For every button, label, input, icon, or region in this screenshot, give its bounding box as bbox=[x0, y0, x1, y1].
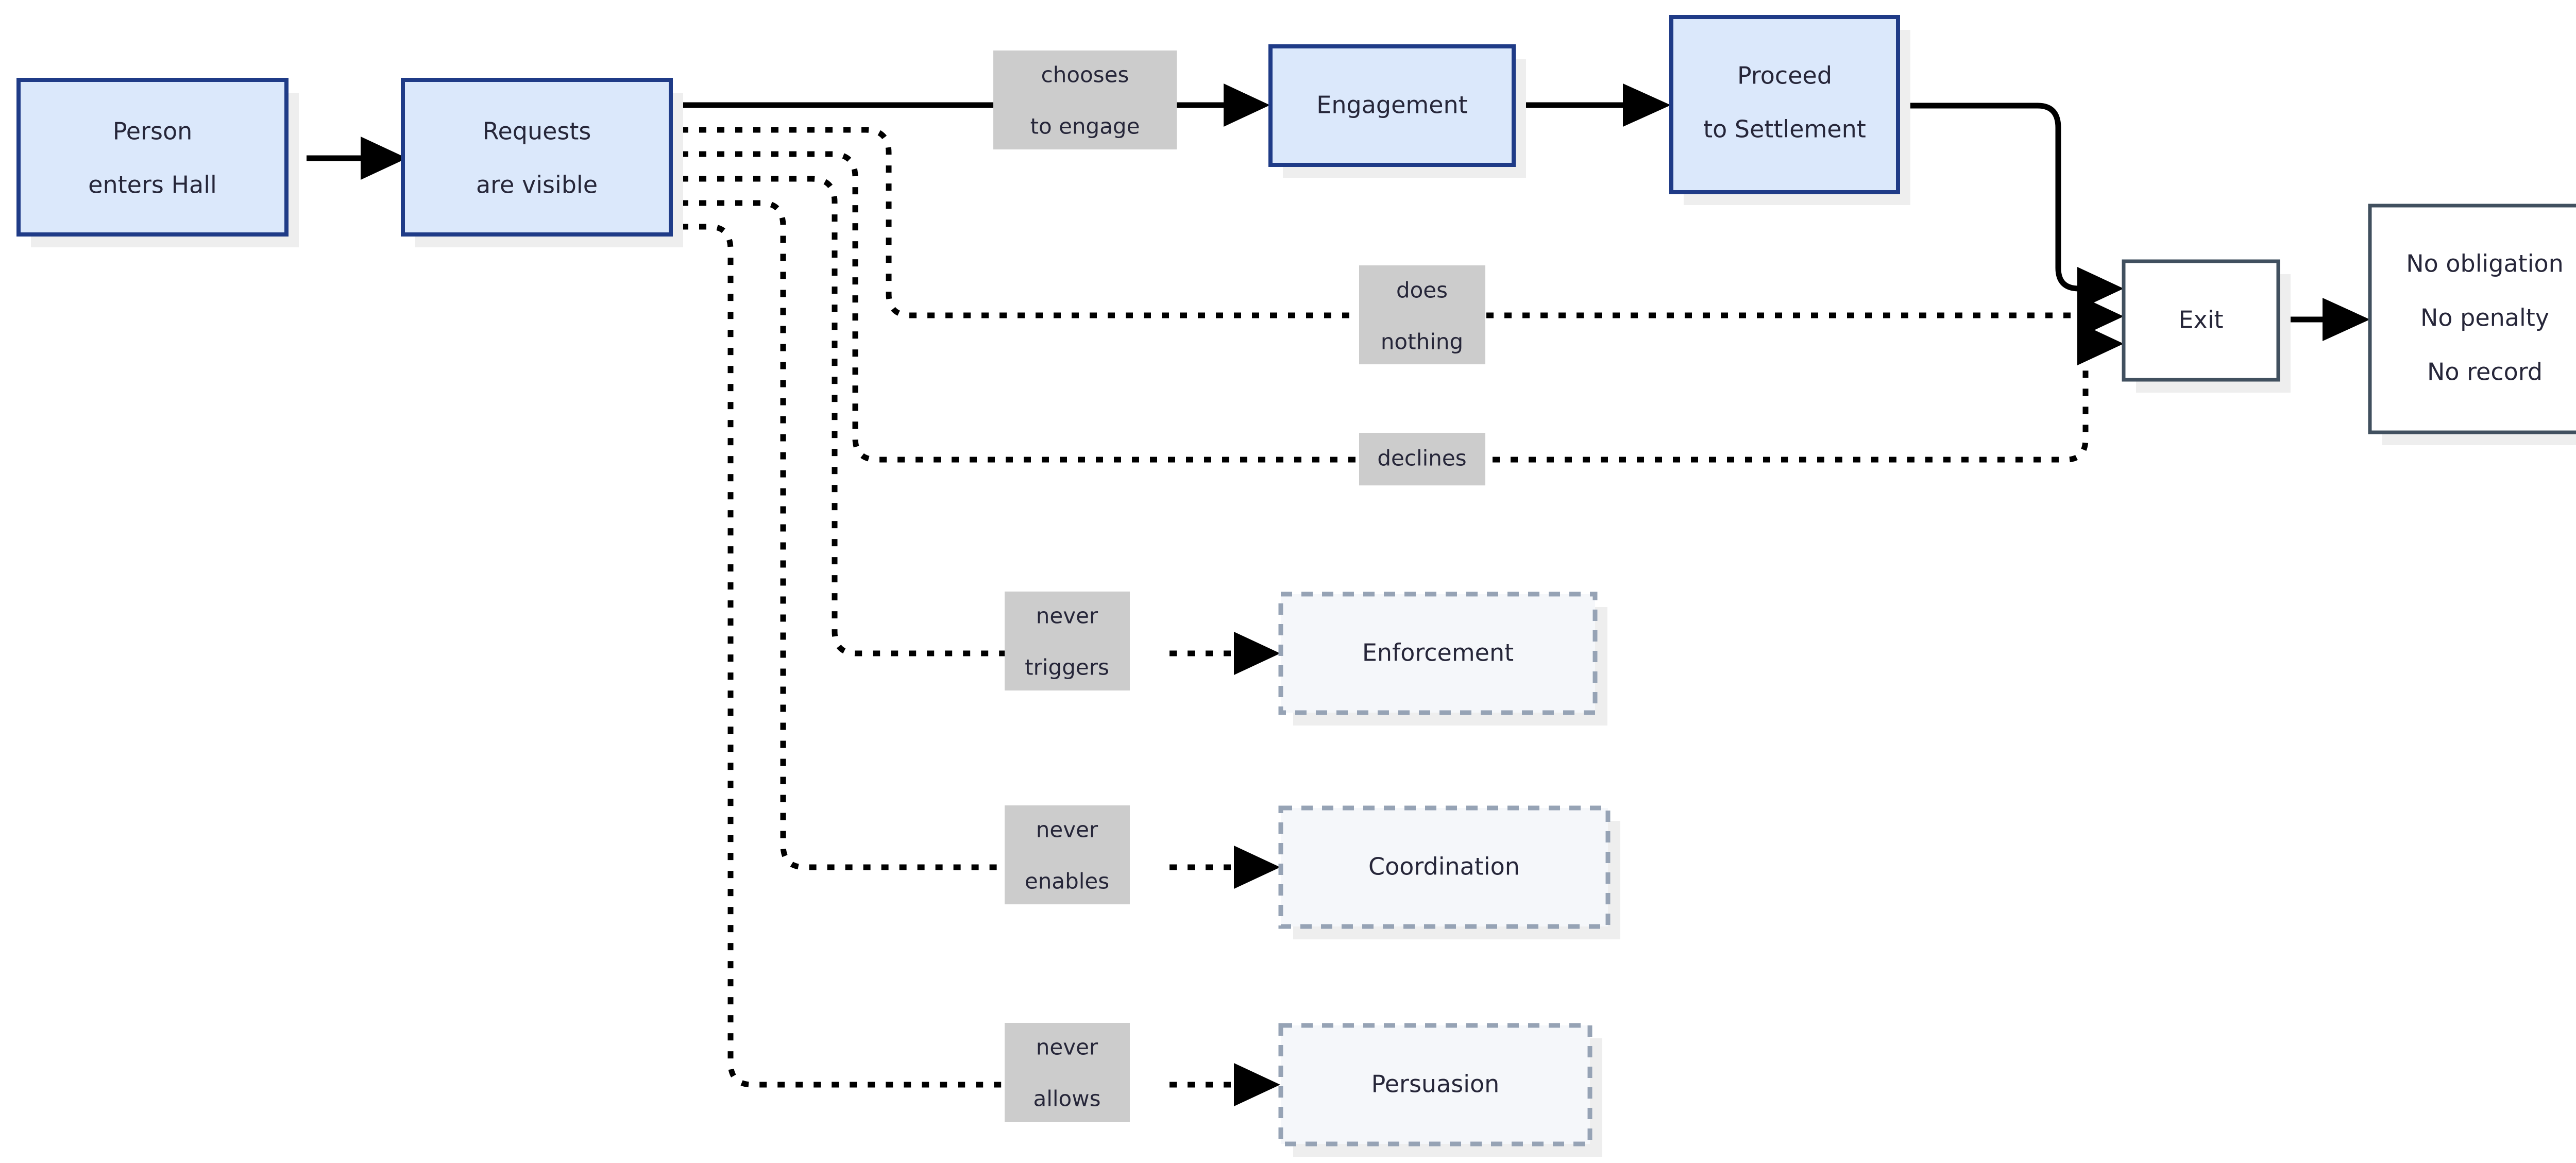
node-box bbox=[16, 78, 289, 237]
node-box bbox=[1669, 15, 1900, 194]
node-label-line1: Requests bbox=[483, 117, 591, 145]
node-label-line1: Exit bbox=[2178, 306, 2223, 334]
node-persuasion[interactable]: Persuasion bbox=[1278, 1023, 1602, 1157]
edge-label-never-allows: never allows bbox=[1005, 1023, 1130, 1122]
edge-label-never-triggers: never triggers bbox=[1005, 592, 1130, 690]
edge-label-line2: to engage bbox=[1030, 114, 1140, 139]
node-exit[interactable]: Exit bbox=[2122, 259, 2291, 393]
node-box bbox=[1268, 44, 1516, 167]
node-coordination[interactable]: Coordination bbox=[1278, 805, 1620, 939]
edge-label-does-nothing: does nothing bbox=[1359, 265, 1485, 364]
edge-settlement-to-exit bbox=[1898, 103, 2124, 310]
node-label-line1: Proceed bbox=[1737, 62, 1832, 90]
edge-label-never-enables: never enables bbox=[1005, 805, 1130, 904]
node-label-line1: Engagement bbox=[1316, 91, 1467, 119]
node-label-line2: No penalty bbox=[2420, 304, 2549, 332]
node-proceed-to-settlement[interactable]: Proceed to Settlement bbox=[1669, 15, 1910, 205]
node-label-line1: Enforcement bbox=[1362, 639, 1514, 667]
edge-requests-to-engagement bbox=[681, 83, 1270, 127]
edge-label-line1: never bbox=[1036, 817, 1098, 842]
node-box bbox=[2122, 259, 2280, 382]
edge-label-declines: declines bbox=[1359, 433, 1485, 485]
edge-requests-never-triggers bbox=[681, 176, 1280, 675]
node-label-line2: are visible bbox=[476, 171, 598, 199]
edge-exit-to-outcome bbox=[2280, 298, 2370, 341]
edge-label-chooses-to-engage: chooses to engage bbox=[993, 50, 1177, 149]
node-requests-are-visible[interactable]: Requests are visible bbox=[401, 78, 683, 247]
edge-engagement-to-settlement bbox=[1517, 83, 1671, 127]
node-label-line1: Coordination bbox=[1368, 853, 1520, 881]
edge-requests-does-nothing bbox=[681, 127, 2124, 338]
node-person-enters-hall[interactable]: Person enters Hall bbox=[16, 78, 299, 247]
node-box bbox=[2368, 204, 2576, 434]
edge-label-line1: declines bbox=[1377, 446, 1466, 471]
edge-label-line2: nothing bbox=[1381, 329, 1463, 355]
node-box bbox=[401, 78, 673, 237]
edge-requests-declines bbox=[681, 151, 2124, 463]
edge-label-line1: never bbox=[1036, 603, 1098, 629]
node-box bbox=[1278, 805, 1611, 929]
node-label-line2: to Settlement bbox=[1703, 115, 1866, 143]
edge-person-to-requests bbox=[307, 137, 407, 180]
edge-label-line2: allows bbox=[1033, 1086, 1100, 1111]
edge-label-line1: never bbox=[1036, 1035, 1098, 1060]
node-outcome[interactable]: No obligation No penalty No record bbox=[2368, 204, 2576, 445]
node-enforcement[interactable]: Enforcement bbox=[1278, 592, 1607, 726]
node-engagement[interactable]: Engagement bbox=[1268, 44, 1526, 178]
edge-label-line2: triggers bbox=[1025, 655, 1109, 680]
edge-label-line2: enables bbox=[1025, 869, 1109, 894]
edge-requests-never-enables bbox=[681, 200, 1280, 889]
node-box bbox=[1278, 592, 1598, 715]
node-label-line3: No record bbox=[2427, 358, 2543, 386]
node-label-line1: Persuasion bbox=[1371, 1070, 1500, 1098]
edge-label-line1: chooses bbox=[1041, 62, 1129, 88]
edge-requests-never-allows bbox=[681, 224, 1280, 1106]
edge-label-line1: does bbox=[1396, 278, 1448, 303]
node-label-line2: enters Hall bbox=[88, 171, 217, 199]
node-label-line1: No obligation bbox=[2406, 250, 2564, 278]
node-label-line1: Person bbox=[113, 117, 193, 145]
node-box bbox=[1278, 1023, 1592, 1147]
